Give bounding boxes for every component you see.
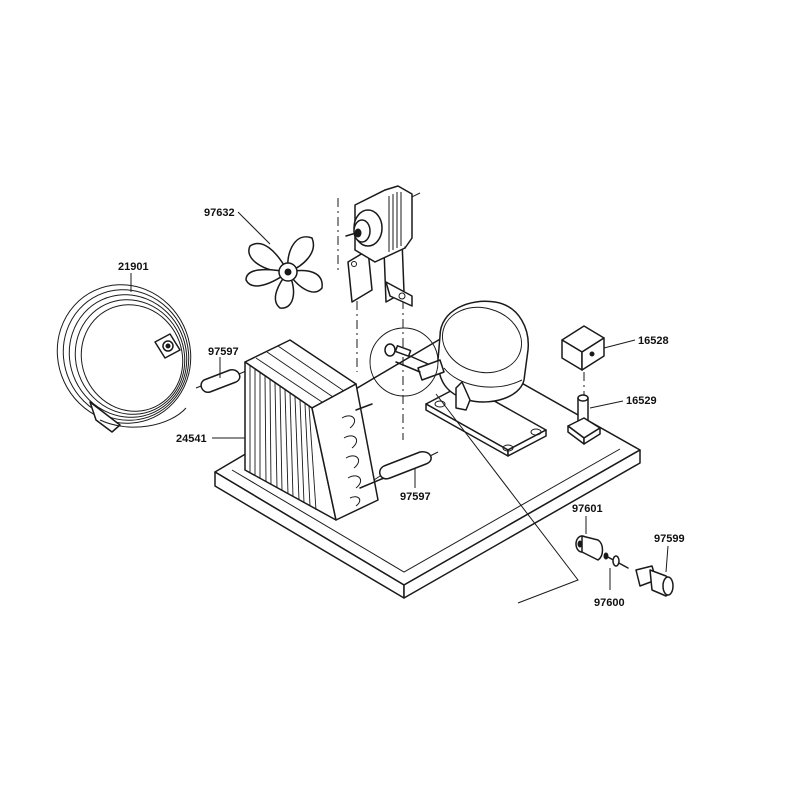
part-labels: 97632 21901 97597 24541 97597 16528 1652… (118, 207, 685, 609)
valve-cap (575, 535, 604, 561)
valve-core (603, 552, 629, 569)
capillary-coil (56, 284, 192, 433)
fan-motor (345, 185, 413, 307)
fan-blade (245, 236, 323, 309)
label-16528: 16528 (638, 335, 669, 347)
label-24541: 24541 (176, 433, 207, 445)
detail-circle (369, 327, 439, 397)
service-valve (567, 394, 601, 445)
label-97599: 97599 (654, 533, 685, 545)
leader-lines (130, 211, 669, 590)
label-21901: 21901 (118, 261, 149, 273)
condenser (244, 339, 385, 521)
adapter-fitting (635, 565, 674, 597)
label-97597-lower: 97597 (400, 491, 431, 503)
relay-box (561, 325, 605, 371)
label-97601: 97601 (572, 503, 603, 515)
compressor (395, 300, 547, 457)
label-97597-upper: 97597 (208, 346, 239, 358)
filter-drier-upper (195, 369, 247, 393)
label-16529: 16529 (626, 395, 657, 407)
detail-callout-line (435, 393, 579, 604)
label-97600: 97600 (594, 597, 625, 609)
filter-drier-lower (373, 451, 439, 481)
label-97632: 97632 (204, 207, 235, 219)
